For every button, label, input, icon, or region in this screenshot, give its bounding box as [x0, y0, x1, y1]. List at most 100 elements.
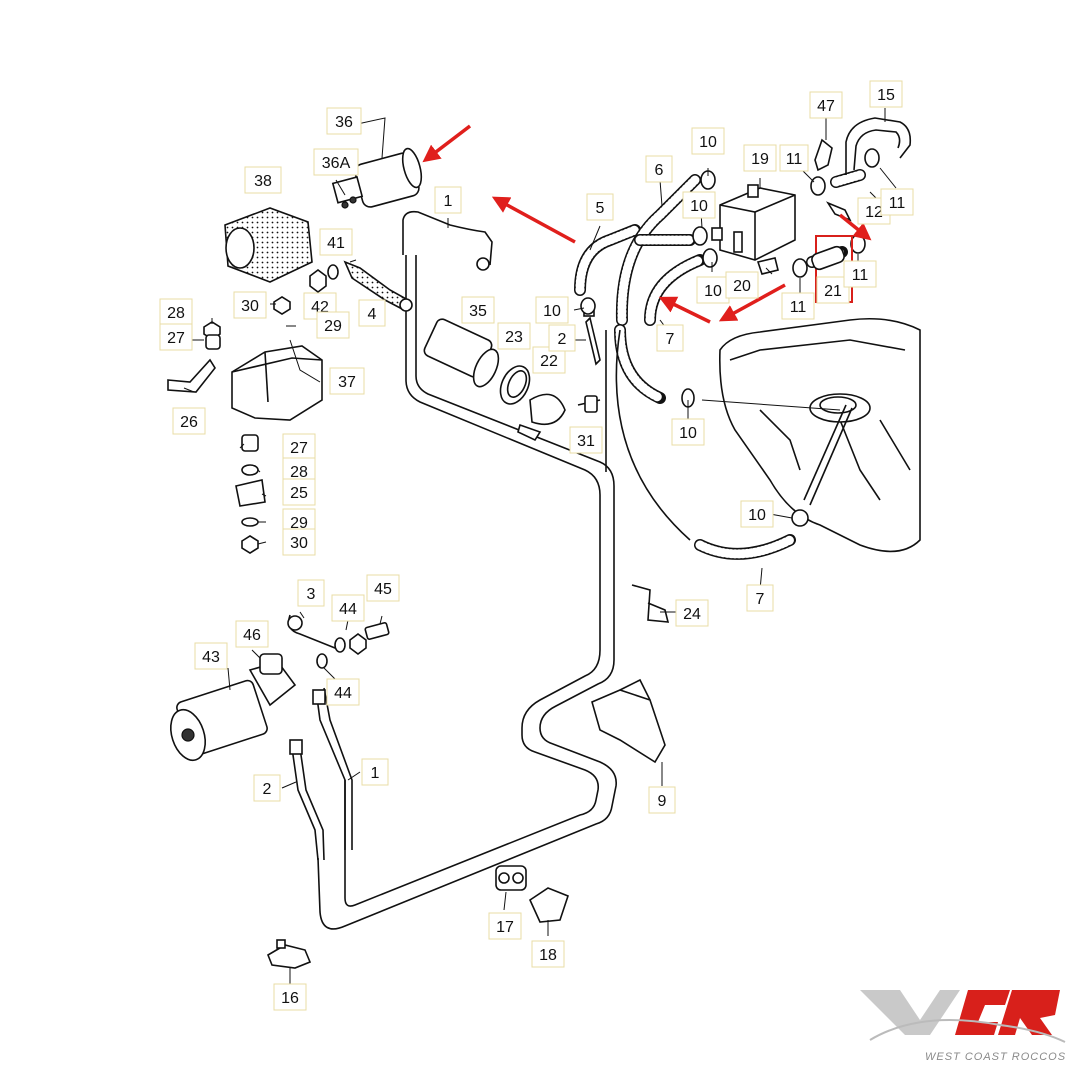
- callout-label: 24: [683, 606, 701, 623]
- line-1-top: [402, 210, 493, 271]
- cover-38: [224, 207, 313, 283]
- callout-label: 15: [877, 87, 895, 104]
- callout-label: 10: [699, 134, 717, 151]
- callout-box: [488, 912, 522, 940]
- callout-label: 10: [679, 425, 697, 442]
- callout-box: [461, 296, 495, 324]
- callout-box: [319, 228, 353, 256]
- callout-label: 11: [786, 151, 803, 168]
- callout-box: [656, 324, 684, 352]
- callout-label: 20: [733, 278, 751, 295]
- callout-11-a: 11: [779, 144, 809, 172]
- callout-label: 37: [338, 374, 356, 391]
- callout-10-d: 10: [696, 276, 730, 304]
- callout-box: [746, 584, 774, 612]
- callout-label: 41: [327, 235, 345, 252]
- callout-25: 25: [282, 478, 316, 506]
- callout-box: [779, 144, 809, 172]
- callout-10-e: 10: [671, 418, 705, 446]
- callout-label: 1: [371, 765, 380, 782]
- callout-6: 6: [645, 155, 673, 183]
- callout-label: 21: [824, 283, 842, 300]
- callout-box: [682, 191, 716, 219]
- callout-box: [843, 260, 877, 288]
- callout-label: 30: [241, 298, 259, 315]
- callout-2-bottom: 2: [253, 774, 281, 802]
- callout-box: [159, 323, 193, 351]
- callout-box: [194, 642, 228, 670]
- callout-12: 12: [857, 197, 891, 225]
- callout-label: 2: [263, 781, 272, 798]
- callout-29-a: 29: [316, 311, 350, 339]
- fuel-filter-43: [169, 614, 390, 762]
- callout-47: 47: [809, 91, 843, 119]
- bracket-24: [631, 584, 670, 623]
- annotation-arrows: [422, 124, 872, 324]
- callout-box: [233, 291, 267, 319]
- callout-41: 41: [319, 228, 353, 256]
- callout-44-a: 44: [331, 594, 365, 622]
- callout-box: [548, 324, 576, 352]
- callout-box: [535, 296, 569, 324]
- callout-label: 23: [505, 329, 523, 346]
- callout-18: 18: [531, 940, 565, 968]
- callout-1-top: 1: [434, 186, 462, 214]
- callout-4: 4: [358, 299, 386, 327]
- clips-16-17-18: [267, 865, 569, 969]
- callout-label: 36A: [322, 155, 351, 172]
- callout-label: 18: [539, 947, 557, 964]
- callout-11-d: 11: [880, 188, 914, 216]
- callout-box: [696, 276, 730, 304]
- callout-box: [282, 478, 316, 506]
- callout-box: [331, 594, 365, 622]
- callout-box: [235, 620, 269, 648]
- callout-label: 10: [543, 303, 561, 320]
- callout-box: [253, 774, 281, 802]
- callout-box: [743, 144, 777, 172]
- callout-box: [880, 188, 914, 216]
- callout-27-a: 27: [159, 323, 193, 351]
- callout-box: [434, 186, 462, 214]
- callout-box: [273, 983, 307, 1011]
- callout-box: [648, 786, 676, 814]
- callout-box: [282, 528, 316, 556]
- callout-label: 43: [202, 649, 220, 666]
- callout-label: 45: [374, 581, 392, 598]
- callout-17: 17: [488, 912, 522, 940]
- lines-1-2-bottom: [289, 687, 353, 861]
- callout-label: 22: [540, 353, 558, 370]
- callout-27-b: 27: [282, 433, 316, 461]
- logo-caption: WEST COAST ROCCOS: [925, 1051, 1066, 1063]
- callout-1-bottom: 1: [361, 758, 389, 786]
- bracket-9: [591, 678, 666, 764]
- callout-box: [725, 271, 759, 299]
- callout-box: [326, 107, 362, 135]
- callout-2-top: 2: [548, 324, 576, 352]
- callout-11-b: 11: [781, 292, 815, 320]
- callout-box: [244, 166, 282, 194]
- callout-7-a: 7: [656, 324, 684, 352]
- callout-23: 23: [497, 322, 531, 350]
- callout-5: 5: [586, 193, 614, 221]
- callout-label: 3: [307, 586, 316, 603]
- callout-26: 26: [172, 407, 206, 435]
- callout-19: 19: [743, 144, 777, 172]
- callout-10-c: 10: [682, 191, 716, 219]
- callout-3: 3: [297, 579, 325, 607]
- callout-label: 29: [324, 318, 342, 335]
- callout-label: 10: [748, 507, 766, 524]
- clamps: [580, 148, 880, 527]
- callout-label: 12: [865, 204, 883, 221]
- callout-label: 1: [444, 193, 453, 210]
- callout-46: 46: [235, 620, 269, 648]
- callout-43: 43: [194, 642, 228, 670]
- carbon-canister-19: [711, 184, 796, 261]
- callout-44-b: 44: [326, 678, 360, 706]
- callout-label: 30: [290, 535, 308, 552]
- mounts: [167, 296, 291, 554]
- callout-label: 44: [339, 601, 357, 618]
- washers-41-42: [309, 264, 339, 293]
- callout-label: 27: [290, 440, 308, 457]
- callout-label: 36: [335, 114, 353, 131]
